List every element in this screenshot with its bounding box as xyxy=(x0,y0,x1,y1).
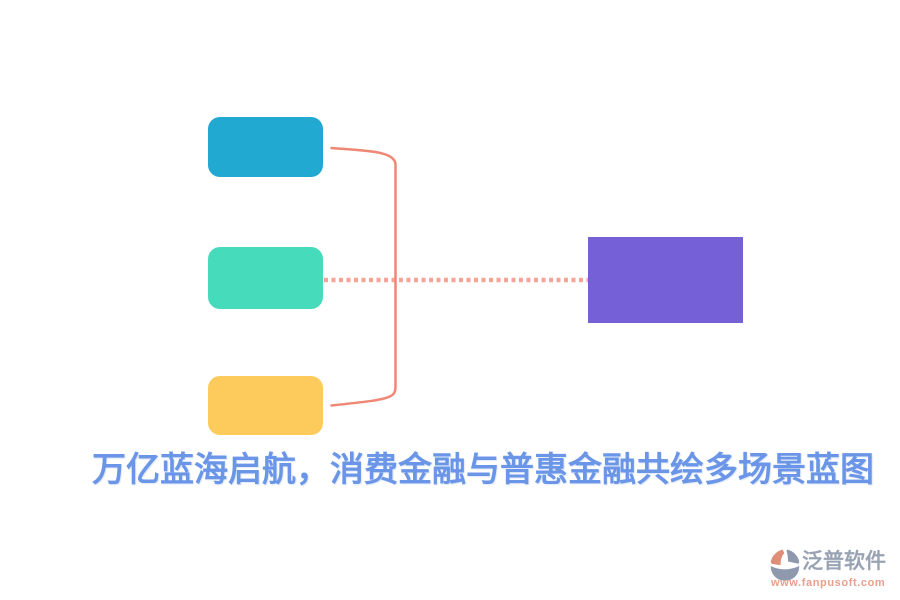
node-bottom[interactable] xyxy=(208,376,323,435)
node-right[interactable] xyxy=(588,237,743,323)
logo-sail-right xyxy=(786,549,800,564)
logo-hull xyxy=(770,566,800,581)
bracket-connector xyxy=(330,146,397,407)
node-middle[interactable] xyxy=(208,247,323,309)
node-top[interactable] xyxy=(208,117,323,177)
watermark: 泛普软件 www.fanpusoft.com xyxy=(770,547,890,595)
fanpu-logo-icon xyxy=(770,549,800,581)
caption-text: 万亿蓝海启航，消费金融与普惠金融共绘多场景蓝图 xyxy=(92,451,874,489)
watermark-brand: 泛普软件 xyxy=(802,550,886,573)
logo-sail-left xyxy=(770,549,785,566)
watermark-url: www.fanpusoft.com xyxy=(771,577,886,589)
